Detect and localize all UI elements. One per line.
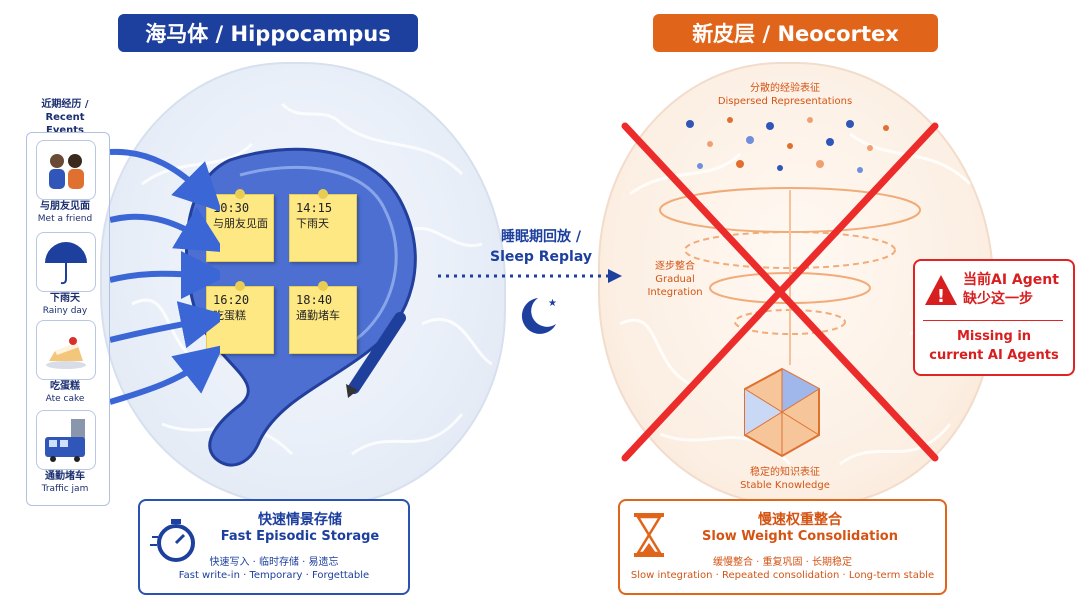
fast-storage-sub-cn: 快速写入 · 临时存储 · 易遗忘	[209, 557, 339, 568]
slow-weight-box: 慢速权重整合 Slow Weight Consolidation 缓慢整合 · …	[618, 499, 947, 595]
stopwatch-icon	[150, 519, 195, 562]
fast-storage-sub-en: Fast write-in · Temporary · Forgettable	[178, 570, 370, 581]
note-text: 下雨天	[296, 217, 329, 230]
event-label-en: Rainy day	[42, 306, 88, 316]
event-label-cn: 与朋友见面	[40, 201, 90, 212]
svg-text:★: ★	[548, 298, 557, 309]
pin-icon	[318, 189, 328, 199]
cake-icon	[36, 320, 96, 380]
note-text: 与朋友见面	[213, 217, 268, 230]
stable-label: 稳定的知识表征 Stable Knowledge	[740, 467, 830, 491]
missing-step-warning: ! 当前AI Agent 缺少这一步 Missing in current AI…	[913, 259, 1075, 376]
warning-divider	[923, 320, 1063, 321]
dispersed-label: 分散的经验表征 Dispersed Representations	[717, 83, 853, 107]
warning-cn-line2: 缺少这一步	[963, 291, 1033, 307]
slow-weight-sub-cn: 缓慢整合 · 重复巩固 · 长期稳定	[712, 557, 853, 568]
memory-note: 14:15 下雨天	[289, 189, 357, 262]
event-label-en: Met a friend	[37, 214, 93, 224]
recent-events-label: 近期经历 / Recent Events	[41, 99, 89, 136]
slow-weight-title-en: Slow Weight Consolidation	[702, 529, 898, 544]
pen-icon	[346, 312, 406, 398]
event-label-cn: 下雨天	[50, 293, 80, 304]
knowledge-crystal-icon	[744, 367, 820, 458]
bus-icon	[36, 410, 96, 470]
replay-arrow	[438, 269, 622, 283]
sleep-replay-label: 睡眠期回放 / Sleep Replay	[489, 229, 592, 265]
cross-out-mark	[621, 122, 939, 462]
event-label-en: Traffic jam	[41, 484, 89, 494]
meeting-icon	[36, 140, 96, 200]
warning-en-line1: Missing in	[956, 329, 1032, 344]
input-arrows	[110, 148, 220, 405]
hippocampus-title: 海马体 / Hippocampus	[118, 14, 418, 52]
pin-icon	[318, 281, 328, 291]
memory-note: 18:40 通勤堵车	[289, 281, 357, 354]
event-label-cn: 通勤堵车	[45, 471, 85, 482]
note-text: 吃蛋糕	[213, 309, 246, 322]
umbrella-icon	[36, 232, 96, 292]
events-panel	[26, 132, 110, 506]
gradual-label: 逐步整合 Gradual Integration	[647, 261, 703, 298]
event-label-cn: 吃蛋糕	[50, 381, 80, 392]
slow-weight-title-cn: 慢速权重整合	[758, 512, 842, 528]
pin-icon	[235, 189, 245, 199]
fast-storage-title-cn: 快速情景存储	[258, 512, 342, 528]
warning-icon: !	[925, 275, 957, 307]
note-time: 16:20	[213, 293, 250, 307]
note-time: 18:40	[296, 293, 333, 307]
fast-episodic-box: 快速情景存储 Fast Episodic Storage 快速写入 · 临时存储…	[138, 499, 410, 595]
svg-text:!: !	[937, 286, 945, 307]
warning-en-line2: current AI Agents	[929, 348, 1059, 363]
hourglass-icon	[634, 513, 664, 557]
event-label-en: Ate cake	[45, 394, 85, 404]
note-time: 10:30	[213, 201, 250, 215]
moon-icon: ★	[521, 298, 557, 334]
warning-cn-line1: 当前AI Agent	[963, 272, 1059, 288]
note-time: 14:15	[296, 201, 333, 215]
note-text: 通勤堵车	[296, 309, 340, 322]
pin-icon	[235, 281, 245, 291]
fast-storage-title-en: Fast Episodic Storage	[220, 529, 380, 544]
slow-weight-sub-en: Slow integration · Repeated consolidatio…	[630, 570, 935, 581]
neocortex-title: 新皮层 / Neocortex	[653, 14, 938, 52]
dispersed-dots	[686, 117, 889, 173]
